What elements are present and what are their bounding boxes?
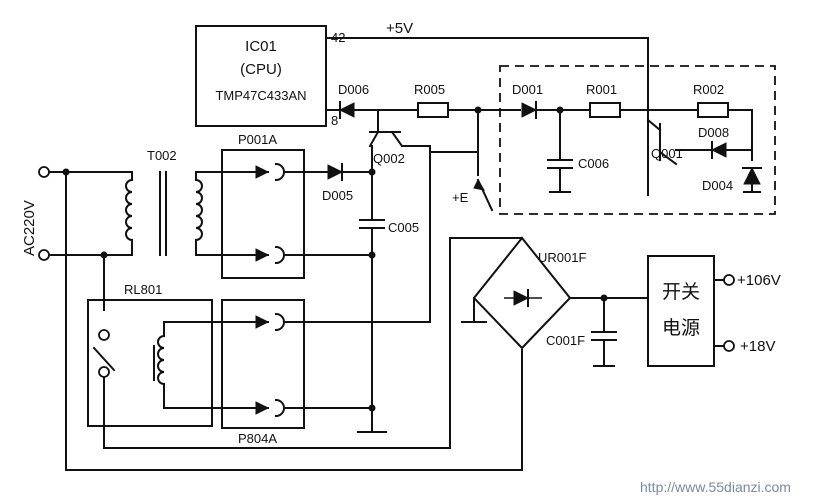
- bridge-rectifier: UR001F: [461, 236, 649, 350]
- c005-label: C005: [388, 220, 419, 235]
- d005-diode: D005: [322, 145, 376, 203]
- plus5v-label: +5V: [386, 20, 413, 37]
- connector-p001a: P001A: [195, 132, 373, 279]
- standby-block: D001 R001 C006 R002 Q001 D008: [499, 65, 776, 215]
- c005-capacitor: C005: [357, 171, 419, 433]
- cpu-ref: IC01: [245, 38, 277, 55]
- q002-transistor: Q002: [368, 109, 479, 166]
- c006-label: C006: [578, 156, 609, 171]
- q002-label: Q002: [373, 151, 405, 166]
- c001f-label: C001F: [546, 333, 585, 348]
- plus-e-indicator: +E: [452, 109, 494, 212]
- transformer-t002: T002: [125, 148, 203, 256]
- q001-label: Q001: [651, 146, 683, 161]
- c001f-capacitor: C001F: [546, 297, 617, 367]
- smps-line1: 开关: [662, 281, 700, 303]
- smps-line2: 电源: [662, 317, 700, 339]
- rl801-label: RL801: [124, 282, 162, 297]
- cpu-pin-8: 8: [331, 113, 338, 128]
- cpu-output-line: D006 R005: [325, 82, 501, 119]
- ur001f-label: UR001F: [538, 250, 586, 265]
- d001-label: D001: [512, 82, 543, 97]
- smps-block: 开关 电源 +106V +18V: [647, 255, 781, 367]
- plus5v-rail: +5V: [325, 20, 649, 111]
- r002-label: R002: [693, 82, 724, 97]
- d008-label: D008: [698, 125, 729, 140]
- p804a-label: P804A: [238, 431, 277, 446]
- t002-label: T002: [147, 148, 177, 163]
- p001a-label: P001A: [238, 132, 277, 147]
- cpu-part: TMP47C433AN: [215, 88, 306, 103]
- watermark: http://www.55dianzi.com: [640, 479, 791, 495]
- d005-label: D005: [322, 188, 353, 203]
- mains-input: AC220V: [21, 166, 523, 471]
- d004-label: D004: [702, 178, 733, 193]
- out-18v: +18V: [740, 338, 775, 355]
- cpu-block: IC01 (CPU) TMP47C433AN 42 8: [195, 25, 345, 128]
- plus-e-label: +E: [452, 190, 469, 205]
- r001-label: R001: [586, 82, 617, 97]
- mains-label: AC220V: [21, 200, 38, 256]
- d006-label: D006: [338, 82, 369, 97]
- cpu-role: (CPU): [240, 61, 282, 78]
- connector-p804a: P804A: [163, 151, 431, 446]
- relay-rl801: RL801: [87, 237, 523, 449]
- r005-label: R005: [414, 82, 445, 97]
- out-106v: +106V: [737, 272, 781, 289]
